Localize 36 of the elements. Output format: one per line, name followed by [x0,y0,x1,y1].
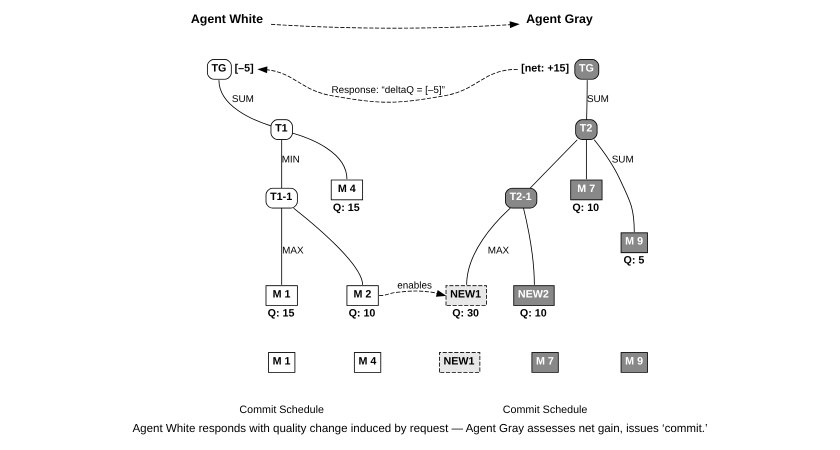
edge-label: MIN [282,154,300,166]
node-label: Q: 15 [332,202,360,214]
connector [523,208,535,286]
node-label: Q: 30 [452,308,480,320]
node-label: Q: 10 [520,308,547,320]
connector [466,208,511,286]
node-label: [net: +15] [521,62,570,74]
connector [586,80,588,120]
node-label: [–5] [234,62,254,74]
edge-label: Response: “deltaQ = [–5]” [331,84,445,96]
arrow [270,21,520,29]
connector [218,80,272,126]
connector [292,132,348,180]
arrow [378,290,446,297]
connector [281,208,282,286]
connector [586,139,587,180]
edge-label: SUM [612,154,634,166]
edge-label: enables [397,280,432,292]
connector [293,208,364,286]
caption: Agent White responds with quality change induced by request — Agent Gray assesses net gain, issues ‘commit.’ [132,423,708,436]
node-label: Q: 10 [572,202,600,214]
node-label: Q: 5 [624,254,644,267]
edge-label: MAX [282,246,304,257]
node-label: Q: 10 [348,308,376,320]
edge-label: SUM [586,94,609,106]
connector [594,139,635,232]
label: Commit Schedule [502,404,588,416]
arrow [257,66,518,103]
node-text: Agent Gray [526,12,593,26]
edge-label: MAX [488,246,510,257]
connector [281,139,282,189]
connector [530,139,578,189]
node-label: Q: 15 [268,308,294,320]
edge-label: SUM [232,94,254,106]
node-text: Agent White [190,12,264,26]
label: Commit Schedule [239,404,324,416]
